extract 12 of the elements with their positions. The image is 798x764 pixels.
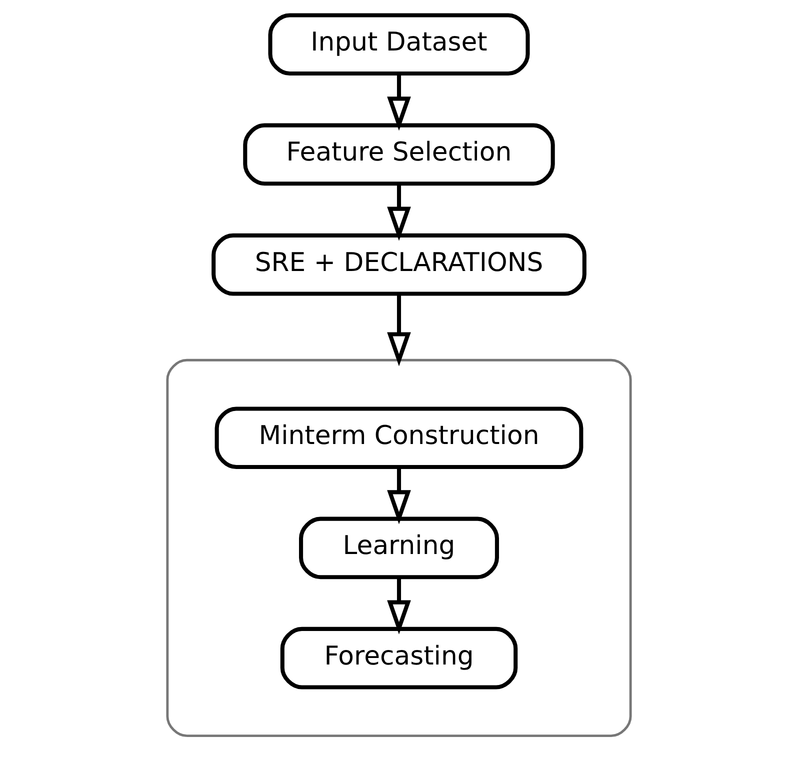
node-box: Learning	[299, 516, 499, 580]
arrow	[387, 468, 411, 524]
node-box: SRE + DECLARATIONS	[212, 233, 586, 296]
node-box: Minterm Construction	[214, 406, 584, 470]
arrow	[387, 294, 411, 366]
arrow	[387, 184, 411, 241]
cluster	[166, 358, 632, 738]
node-box: Feature Selection	[243, 123, 555, 186]
node-box: Forecasting	[280, 626, 518, 690]
arrow	[387, 74, 411, 131]
node-box: Input Dataset	[268, 13, 530, 76]
arrow	[387, 578, 411, 634]
